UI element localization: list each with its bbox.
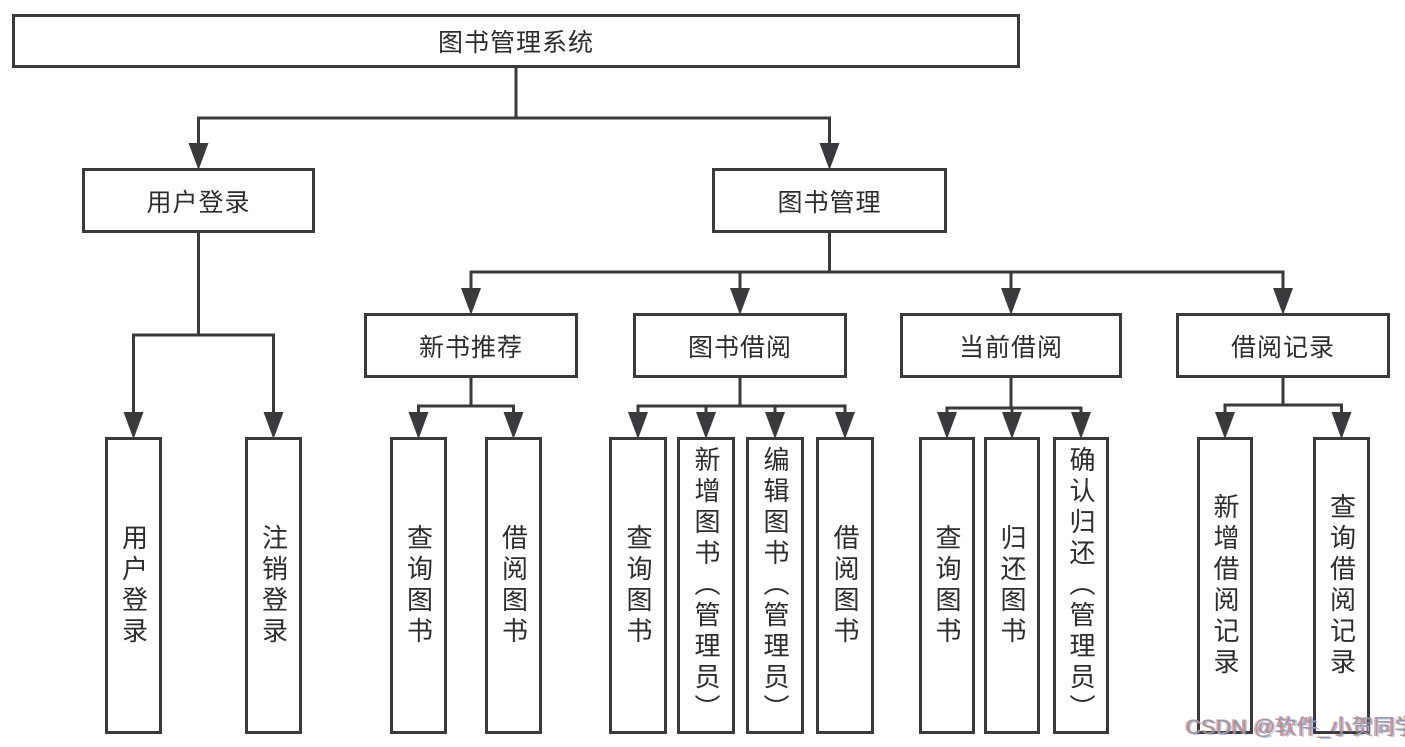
- node-br-query: 查询借阅记录: [1313, 437, 1370, 734]
- node-br-add: 新增借阅记录: [1197, 437, 1253, 734]
- node-user-login: 用户登录: [82, 168, 315, 233]
- node-nb-borrow: 借阅图书: [485, 437, 542, 734]
- node-nb-query: 查询图书: [390, 437, 447, 734]
- node-bb-borrow: 借阅图书: [816, 437, 874, 734]
- node-cb-query: 查询图书: [919, 437, 975, 734]
- node-ul-logout: 注销登录: [245, 437, 302, 734]
- node-new-book: 新书推荐: [364, 313, 578, 378]
- node-cb-return: 归还图书: [984, 437, 1040, 734]
- node-ul-login: 用户登录: [105, 437, 162, 734]
- node-book-borrow: 图书借阅: [633, 313, 847, 378]
- node-root: 图书管理系统: [12, 14, 1020, 68]
- node-bb-query: 查询图书: [609, 437, 667, 734]
- node-bb-edit: 编辑图书（管理员）: [746, 437, 804, 734]
- node-book-mgmt: 图书管理: [712, 168, 947, 233]
- node-cb-confirm: 确认归还（管理员）: [1053, 437, 1109, 734]
- node-bb-add: 新增图书（管理员）: [677, 437, 735, 734]
- node-borrow-records: 借阅记录: [1176, 313, 1390, 378]
- node-current-borrow: 当前借阅: [900, 313, 1122, 378]
